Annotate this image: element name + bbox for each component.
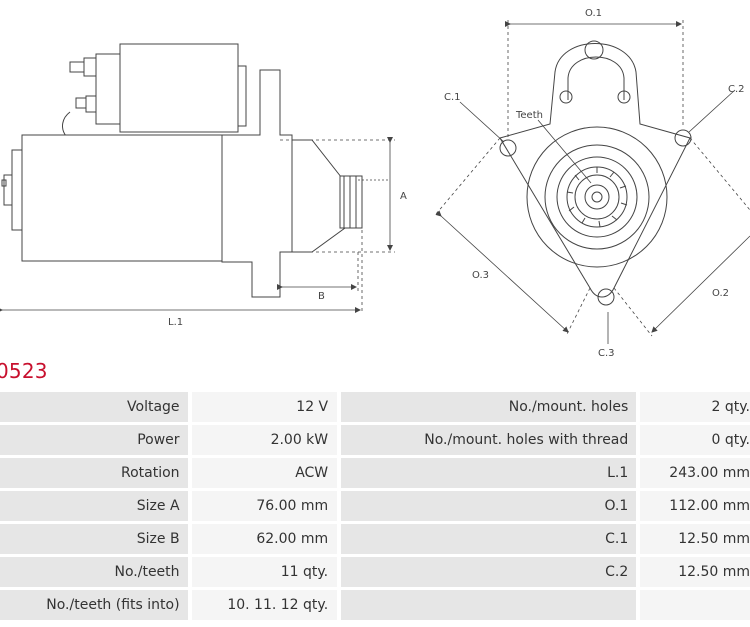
spec-label: C.2	[341, 557, 637, 587]
side-dimensions	[0, 137, 395, 314]
cell-gap	[636, 491, 641, 521]
spec-label: O.1	[341, 491, 637, 521]
cell-gap	[337, 491, 342, 521]
cell-gap	[337, 590, 342, 620]
spec-value: 112.00 mm	[640, 491, 750, 521]
cell-gap	[187, 458, 192, 488]
spec-label: Power	[0, 425, 188, 455]
spec-label: No./mount. holes with thread	[341, 425, 637, 455]
spec-value: 12.50 mm	[640, 557, 750, 587]
cell-gap	[187, 392, 192, 422]
spec-value: 243.00 mm	[640, 458, 750, 488]
cell-gap	[187, 491, 192, 521]
front-dimensions	[435, 20, 750, 344]
cell-gap	[187, 425, 192, 455]
spec-label: Size B	[0, 524, 188, 554]
cell-gap	[337, 557, 342, 587]
terminal-stud	[69, 61, 85, 73]
cell-gap	[636, 557, 641, 587]
spec-value: 76.00 mm	[191, 491, 338, 521]
spec-label: No./teeth	[0, 557, 188, 587]
spec-label: L.1	[341, 458, 637, 488]
spec-value: 62.00 mm	[191, 524, 338, 554]
spec-label	[341, 590, 637, 620]
cell-gap	[636, 524, 641, 554]
cell-gap	[636, 590, 641, 620]
spec-value: 2 qty.	[640, 392, 750, 422]
technical-drawing: A B L.1	[0, 8, 750, 359]
spec-value: 10. 11. 12 qty.	[191, 590, 338, 620]
label-teeth: Teeth	[515, 110, 543, 121]
front-view	[499, 40, 692, 306]
spec-label: No./teeth (fits into)	[0, 590, 188, 620]
cell-gap	[337, 392, 342, 422]
cell-gap	[187, 590, 192, 620]
spec-value: ACW	[191, 458, 338, 488]
spec-value: 12 V	[191, 392, 338, 422]
spec-label: Rotation	[0, 458, 188, 488]
cell-gap	[337, 524, 342, 554]
cell-gap	[187, 524, 192, 554]
mount-hole-c2	[674, 129, 692, 147]
cell-gap	[187, 557, 192, 587]
spec-label: Voltage	[0, 392, 188, 422]
spec-value: 12.50 mm	[640, 524, 750, 554]
label-o2: O.2	[712, 288, 729, 299]
label-c3: C.3	[598, 348, 615, 359]
spec-value: 11 qty.	[191, 557, 338, 587]
label-o3: O.3	[472, 270, 489, 281]
spec-value: 0 qty.	[640, 425, 750, 455]
cell-gap	[636, 458, 641, 488]
cell-gap	[636, 392, 641, 422]
mount-hole-c1	[499, 139, 517, 157]
label-c1: C.1	[444, 92, 461, 103]
spec-label: No./mount. holes	[341, 392, 637, 422]
spec-label: Size A	[0, 491, 188, 521]
side-view	[1, 43, 363, 298]
label-c2: C.2	[728, 84, 745, 95]
spec-value	[640, 590, 750, 620]
part-number: 0523	[0, 359, 48, 383]
label-o1: O.1	[585, 8, 602, 19]
cell-gap	[337, 458, 342, 488]
spec-label: C.1	[341, 524, 637, 554]
cell-gap	[337, 425, 342, 455]
label-l1: L.1	[168, 317, 183, 328]
label-size-a: A	[400, 191, 407, 202]
spec-value: 2.00 kW	[191, 425, 338, 455]
spec-row: No./teeth (fits into)10. 11. 12 qty.	[0, 590, 750, 620]
cell-gap	[636, 425, 641, 455]
label-size-b: B	[318, 291, 325, 302]
mount-hole-c3	[597, 288, 615, 306]
